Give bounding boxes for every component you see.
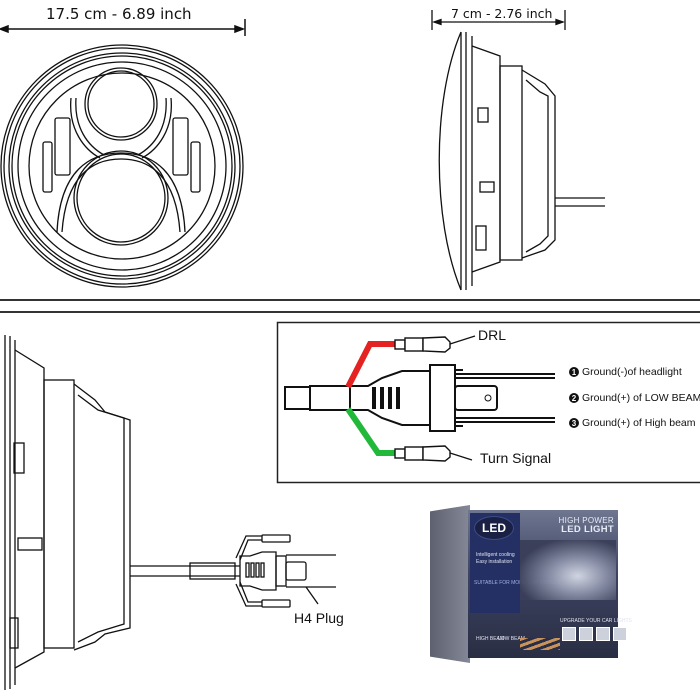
pin-number-badge: 1 [569, 367, 579, 377]
package-headline-line2: LED LIGHT [561, 524, 614, 535]
headlight-assembly-view [4, 335, 336, 690]
package-side-face [430, 505, 470, 663]
package-front-face: LED Intelligent cooling Easy installatio… [468, 510, 632, 658]
headlight-side-view [438, 31, 605, 291]
drl-wire [345, 341, 395, 389]
wiring-detail-panel [276, 321, 700, 484]
turn-signal-label: Turn Signal [480, 450, 552, 466]
headlight-front-view [0, 44, 244, 288]
rain-icon [562, 627, 576, 641]
front-diameter-label: 17.5 cm - 6.89 inch [46, 5, 192, 23]
package-headline: HIGH POWER LED LIGHT [530, 516, 614, 534]
fan-icon [579, 627, 593, 641]
package-beam-label: HIGH BEAM [476, 636, 505, 642]
pin-legend-label: Ground(-)of headlight [582, 366, 682, 378]
side-depth-label: 7 cm - 2.76 inch [451, 6, 553, 21]
turn-signal-wire [345, 407, 395, 456]
package-beam-label: LOW BEAM [498, 636, 525, 642]
product-package-photo: LED Intelligent cooling Easy installatio… [430, 505, 640, 670]
drl-label: DRL [478, 327, 507, 343]
package-feature-line: Easy installation [476, 559, 513, 565]
package-footer-text: UPGRADE YOUR CAR LIGHTS [560, 618, 632, 624]
h4-plug-label: H4 Plug [294, 610, 344, 626]
package-subtitle: SUITABLE FOR MORE CAR MODELS [474, 580, 561, 586]
led-badge: LED [474, 516, 514, 540]
package-headline-line1: HIGH POWER [558, 516, 614, 525]
side-dimension-arrow [431, 10, 566, 30]
snowflake-icon [596, 627, 610, 641]
pin-legend-label: Ground(+) of High beam [582, 417, 696, 429]
package-stripe-decoration [520, 638, 560, 650]
package-feature-line: Intelligent cooling [476, 552, 515, 558]
pin-legend-label: Ground(+) of LOW BEAM [582, 392, 700, 404]
pin-number-badge: 3 [569, 418, 579, 428]
pin-number-badge: 2 [569, 393, 579, 403]
front-dimension-arrow [0, 19, 246, 36]
package-feature-icons [562, 627, 627, 641]
package-vehicle-image [520, 540, 616, 600]
chip-icon [613, 627, 627, 641]
